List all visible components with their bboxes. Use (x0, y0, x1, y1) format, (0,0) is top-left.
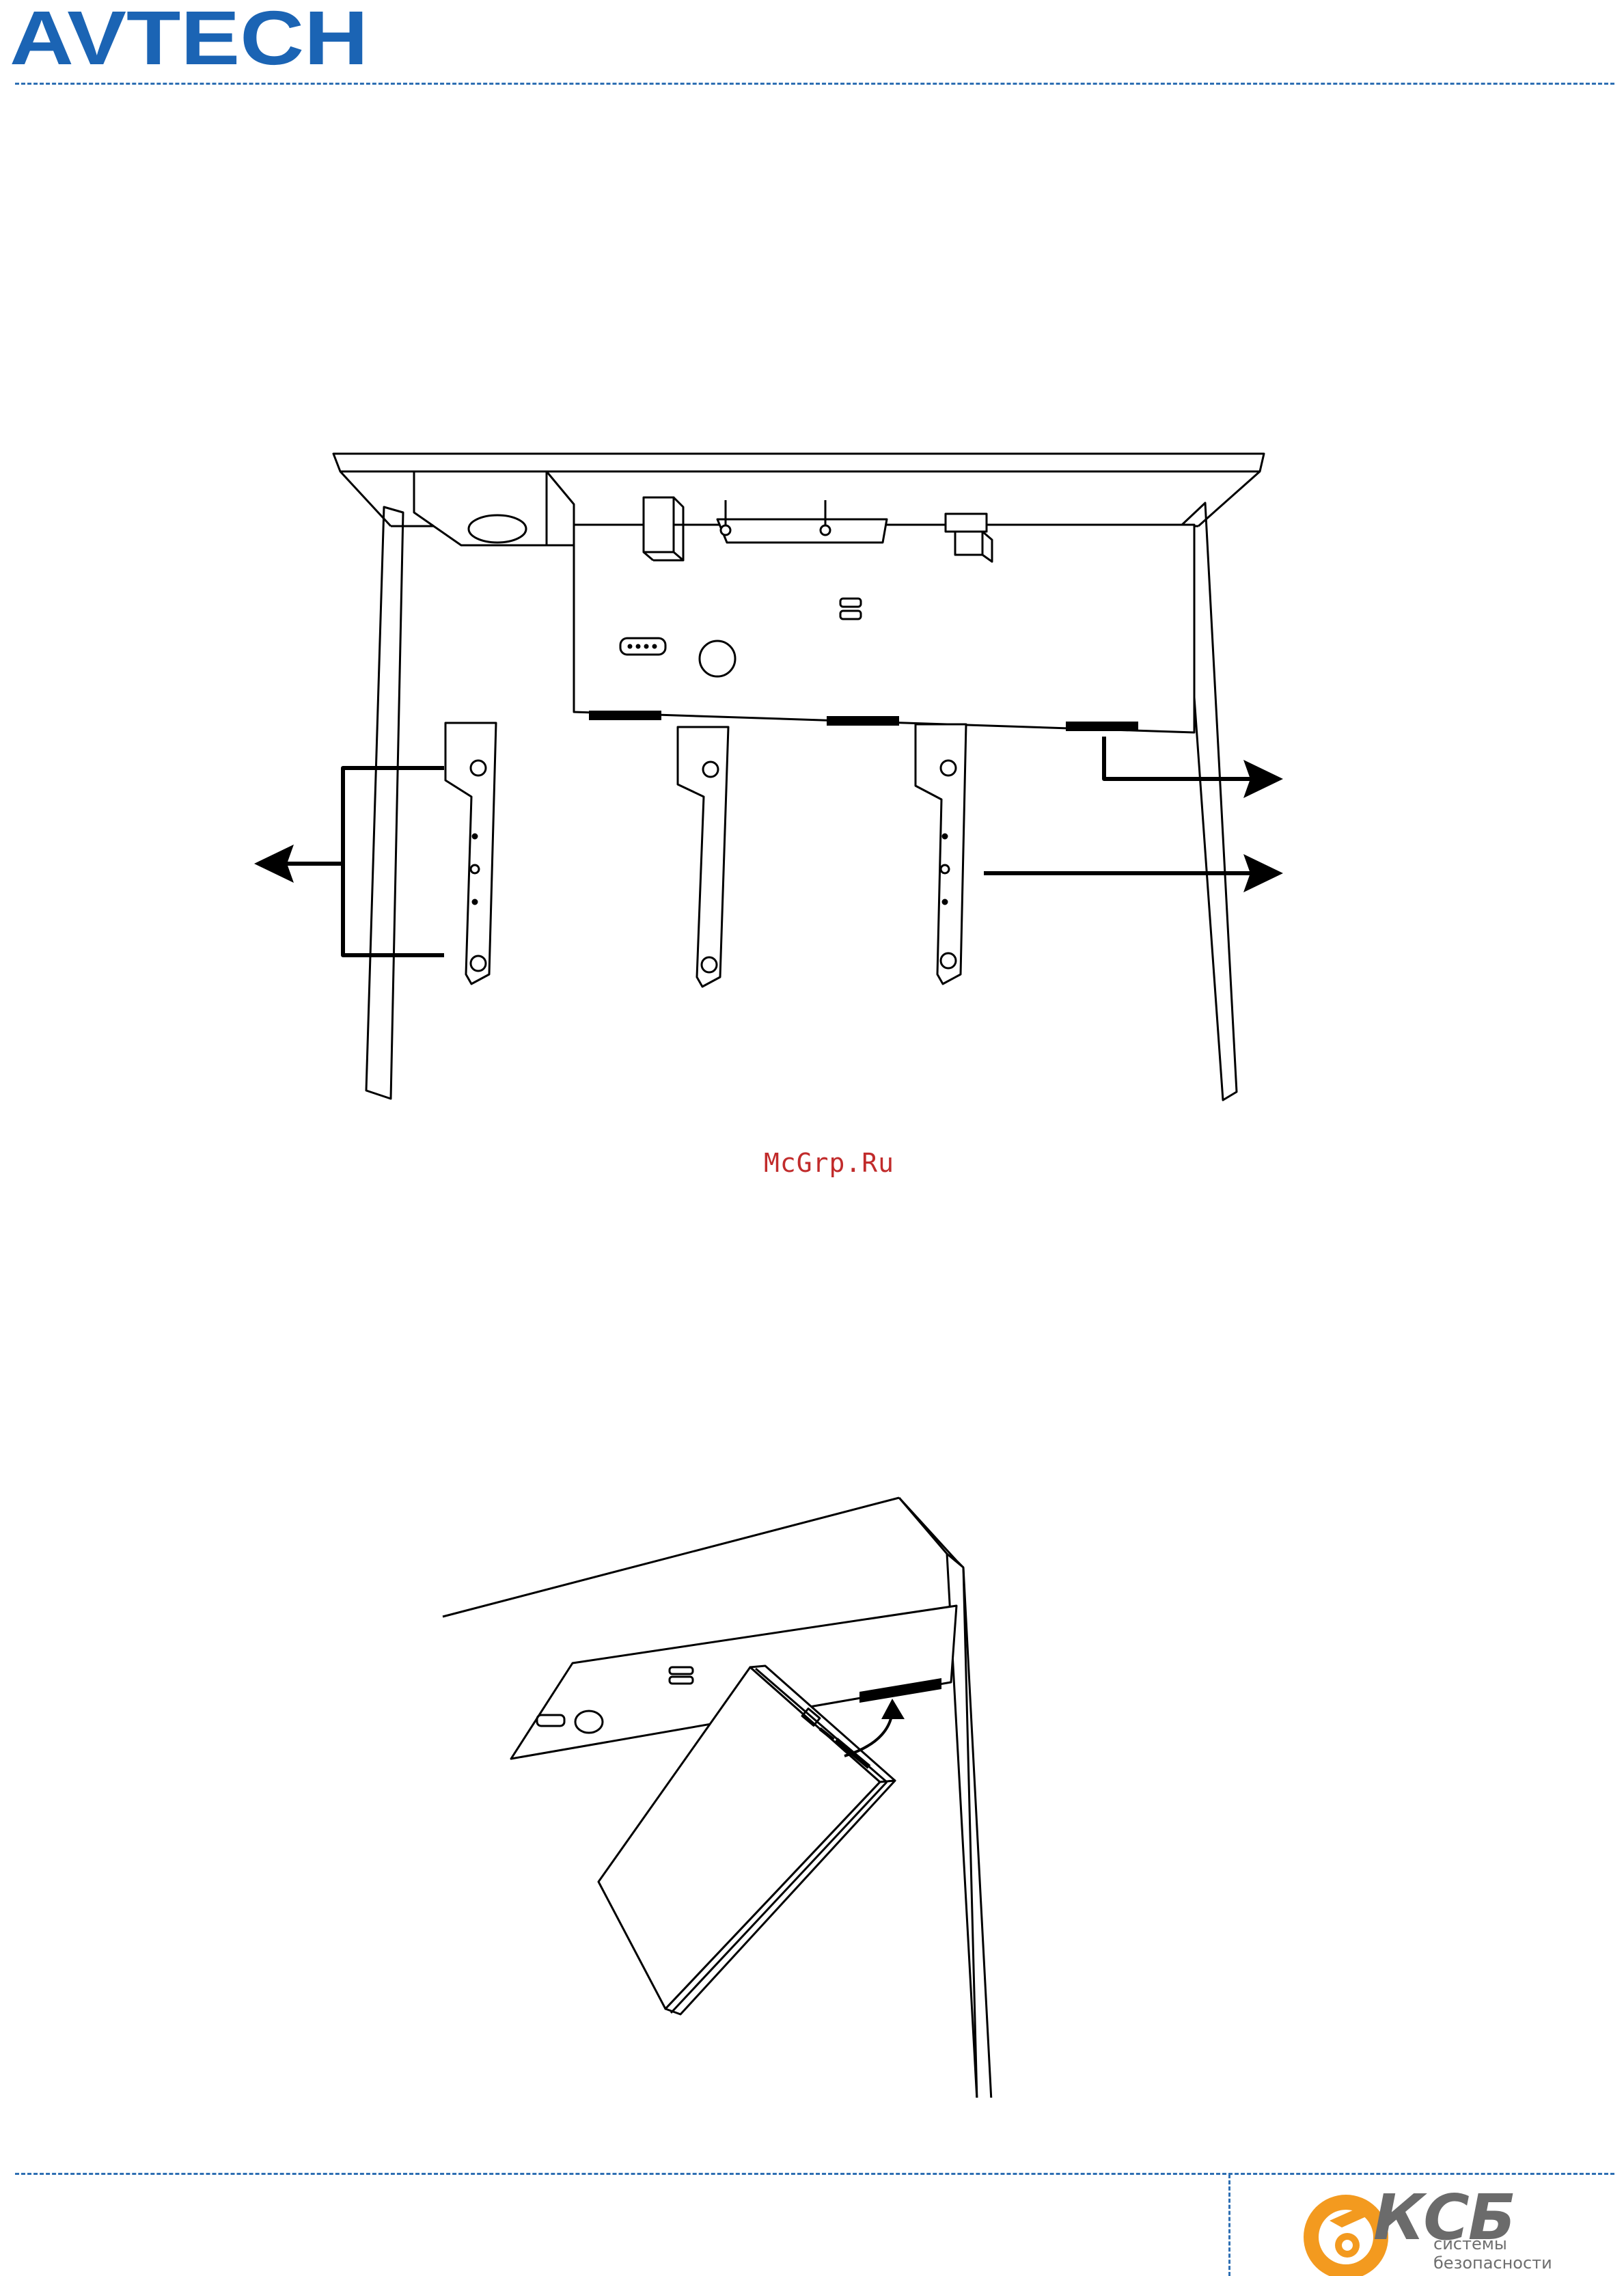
case-left-wall (366, 507, 403, 1099)
ksb-tagline-line2: безопасности (1433, 2253, 1552, 2273)
sata-slot-2 (827, 716, 899, 726)
sata-slot-3 (1066, 722, 1138, 731)
case-top-edge (333, 454, 1264, 471)
avtech-logo-text: AVTECH (10, 3, 368, 71)
avtech-logo: AVTECH (10, 3, 379, 71)
sata-slot-1 (589, 711, 661, 720)
ksb-tagline: системы безопасности (1433, 2234, 1552, 2273)
ksb-logo: КСБ системы безопасности (1284, 2180, 1612, 2276)
hdd-bracket-3 (916, 724, 966, 984)
ksb-tagline-line1: системы (1433, 2234, 1552, 2253)
watermark: McGrp.Ru (764, 1148, 894, 1178)
header-divider (15, 83, 1614, 85)
hdd-bracket-1 (445, 723, 496, 984)
footer-divider (15, 2173, 1614, 2175)
hdd-install-figure (437, 1496, 1038, 2098)
arrow-right-icon (1104, 737, 1250, 779)
mainboard (574, 525, 1194, 732)
footer-vertical-divider (1228, 2174, 1230, 2276)
dvr-interior-figure (253, 444, 1325, 1107)
